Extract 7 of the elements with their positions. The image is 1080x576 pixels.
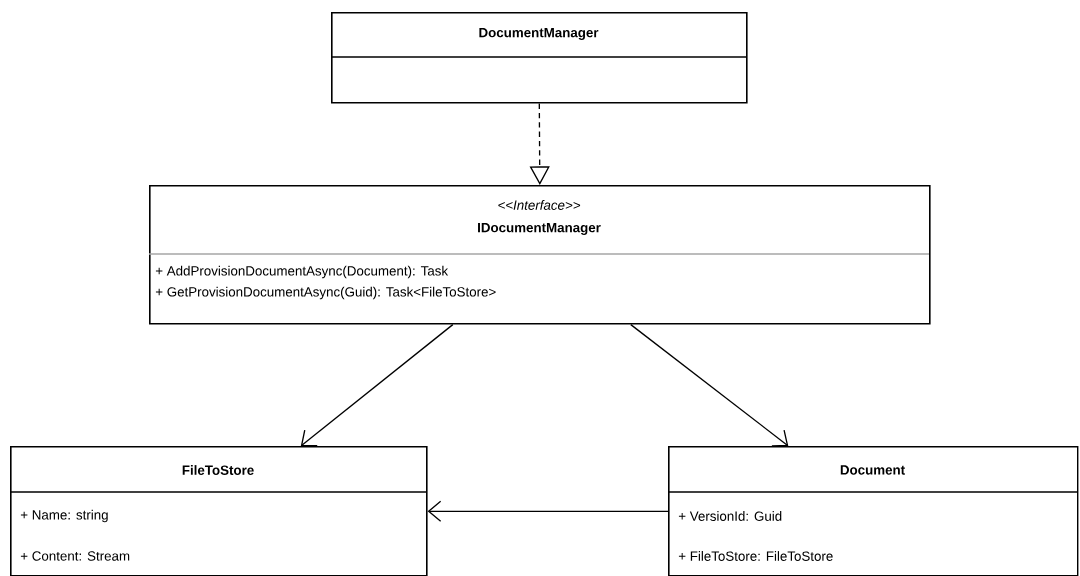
class-box: FileToStore + Name: string + Content: Stream — [9, 446, 428, 576]
class-box: <<Interface>> IDocumentManager + AddProvisionDocumentAsync(Document): Task + GetProvisionDocumentAsync(Guid): Task<FileToStore> — [148, 185, 931, 325]
class-box: Document + VersionId: Guid + FileToStore: FileToStore — [667, 446, 1079, 576]
class-box: DocumentManager — [330, 12, 748, 104]
arrow — [427, 500, 669, 522]
arrow — [630, 323, 789, 447]
arrow — [300, 323, 454, 447]
